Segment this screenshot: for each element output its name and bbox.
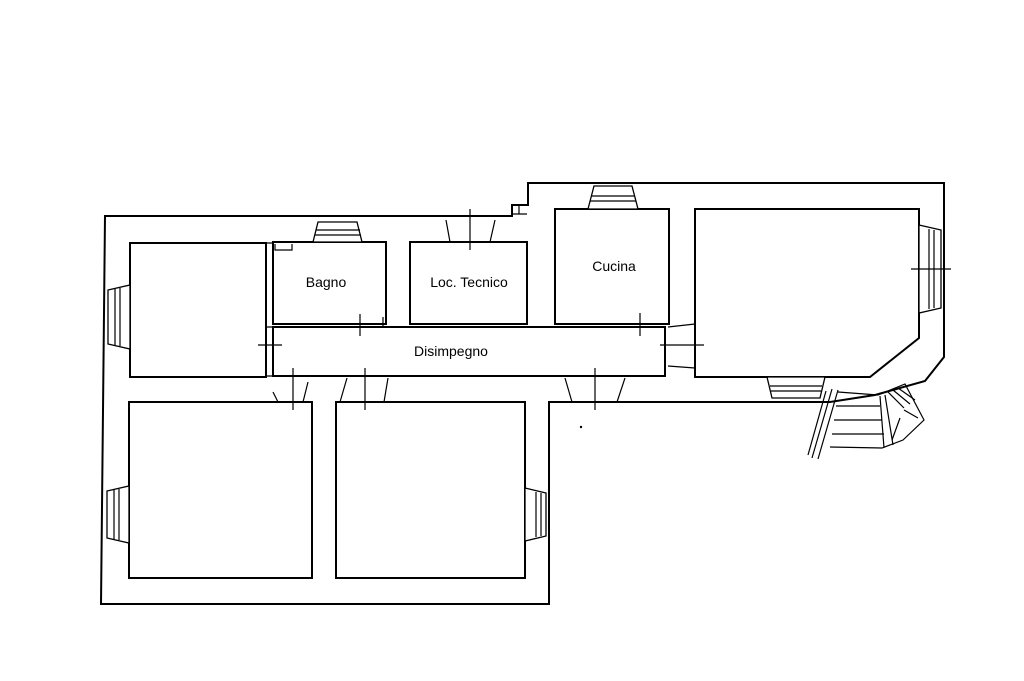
label-cucina: Cucina [592, 258, 636, 274]
room-bottom-middle [335, 401, 526, 579]
bagno-notch [274, 244, 293, 251]
room-bagno [272, 241, 387, 325]
room-disimpegno [272, 326, 666, 377]
staircase [807, 383, 925, 460]
label-bagno: Bagno [306, 274, 347, 290]
outer-wall [99, 182, 945, 605]
door-marks [258, 209, 951, 410]
label-loc-tecnico: Loc. Tecnico [430, 274, 508, 290]
outer-wall-notch [512, 205, 527, 215]
dot-mark [579, 425, 583, 429]
wall-join [266, 242, 273, 377]
windows [106, 185, 942, 544]
room-right [694, 208, 920, 378]
room-bottom-left [128, 401, 313, 579]
room-loc-tecnico [409, 241, 528, 325]
label-disimpegno: Disimpegno [414, 343, 488, 359]
room-top-left [129, 242, 267, 378]
